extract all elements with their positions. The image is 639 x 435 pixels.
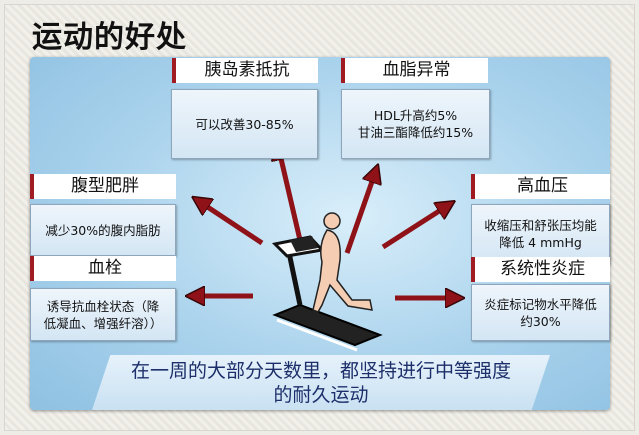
banner-line: 的耐久运动: [273, 384, 369, 406]
arrows: [195, 150, 455, 298]
banner-line: 在一周的大部分天数里，都坚持进行中等强度: [130, 360, 511, 382]
box-dyslipidemia: HDL升高约5% 甘油三酯降低约15%: [341, 89, 490, 159]
heading-dyslipidemia: 血脂异常: [341, 58, 488, 83]
heading-thrombosis: 血栓: [30, 256, 176, 281]
recommendation-banner: 在一周的大部分天数里，都坚持进行中等强度 的耐久运动: [92, 355, 550, 410]
arrow-obesity: [200, 202, 264, 246]
box-text: 减少30%的腹内脂肪: [45, 222, 161, 238]
arrow-hypertension: [381, 206, 447, 250]
slide-title: 运动的好处: [32, 20, 187, 55]
arrow-lipids: [344, 173, 375, 254]
arrow-insulin: [279, 150, 306, 254]
box-line: 低凝血、增强纤溶））: [43, 315, 163, 331]
heading-systemic-inflammation: 系统性炎症: [471, 257, 610, 282]
box-text: 可以改善30-85%: [195, 116, 294, 132]
box-line: 炎症标记物水平降低: [484, 296, 597, 312]
runner-icon: [312, 212, 373, 313]
box-line: 收缩压和舒张压均能: [484, 218, 597, 233]
box-hypertension: 收缩压和舒张压均能降低 4 mmHg: [471, 204, 610, 264]
box-line: 甘油三酯降低约15%: [357, 125, 474, 140]
box-abdominal-obesity: 减少30%的腹内脂肪: [30, 204, 176, 256]
heading-insulin-resistance: 胰岛素抵抗: [172, 58, 318, 83]
heading-hypertension: 高血压: [471, 174, 610, 199]
box-line: 诱导抗血栓状态（降: [46, 298, 160, 314]
heading-abdominal-obesity: 腹型肥胖: [30, 174, 176, 199]
box-line: 降低 4 mmHg: [499, 235, 582, 250]
box-line: HDL升高约5%: [373, 108, 458, 123]
box-thrombosis: 诱导抗血栓状态（降低凝血、增强纤溶））: [30, 288, 176, 341]
box-systemic-inflammation: 炎症标记物水平降低约30%: [471, 284, 610, 341]
box-line: 约30%: [520, 313, 561, 329]
box-insulin-resistance: 可以改善30-85%: [171, 89, 318, 159]
treadmill-icon: [271, 235, 383, 352]
